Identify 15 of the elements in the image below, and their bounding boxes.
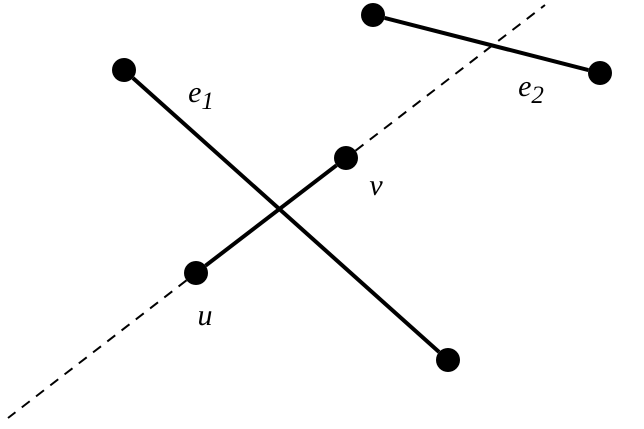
vertex-dot	[334, 146, 358, 170]
vertex-dot	[436, 348, 460, 372]
edge-label: e$_{2}$	[518, 72, 544, 108]
vertex-dot	[184, 261, 208, 285]
vertex-dot	[112, 58, 136, 82]
line-segment	[384, 16, 589, 72]
edge-label: e$_{1}$	[188, 78, 214, 114]
dashed-line	[7, 280, 188, 419]
vertex-label: u	[198, 301, 212, 331]
vertex-dot	[588, 61, 612, 85]
vertex-dot	[361, 3, 385, 27]
dashed-line	[354, 4, 546, 152]
vertex-label: v	[369, 171, 383, 201]
line-segment	[132, 76, 440, 354]
line-segment	[204, 164, 338, 268]
